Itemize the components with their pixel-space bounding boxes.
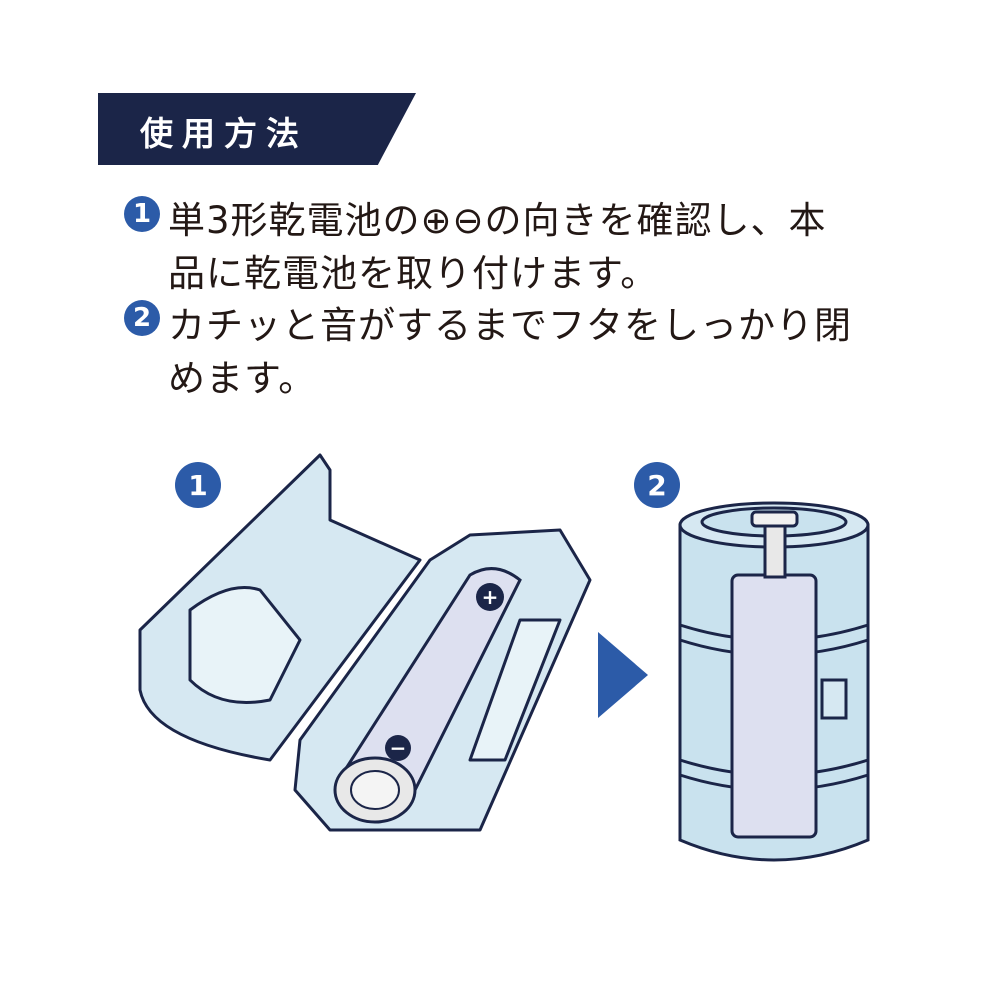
section-header-banner: 使用方法: [98, 93, 416, 165]
battery-adapter-closed-illustration: [678, 501, 870, 862]
step-number-badge: 2: [124, 300, 160, 336]
svg-text:1: 1: [188, 469, 207, 502]
svg-text:2: 2: [647, 469, 666, 502]
step-1-line-2: 品に乾電池を取り付けます。: [168, 252, 659, 295]
step-1-line-1: 単3形乾電池の⊕⊖の向きを確認し、本: [168, 199, 827, 242]
figure-2-badge: 2: [634, 462, 680, 508]
minus-icon: −: [390, 736, 407, 760]
aa-battery-illustration: + −: [333, 567, 522, 824]
figure-1-badge: 1: [175, 462, 221, 508]
plus-icon: +: [482, 585, 499, 609]
step-2-line-2: めます。: [168, 357, 317, 400]
section-title: 使用方法: [140, 114, 308, 153]
arrow-right-icon: [598, 632, 648, 718]
step-2-line-1: カチッと音がするまでフタをしっかり閉: [168, 304, 852, 347]
step-number-badge: 1: [124, 196, 160, 232]
